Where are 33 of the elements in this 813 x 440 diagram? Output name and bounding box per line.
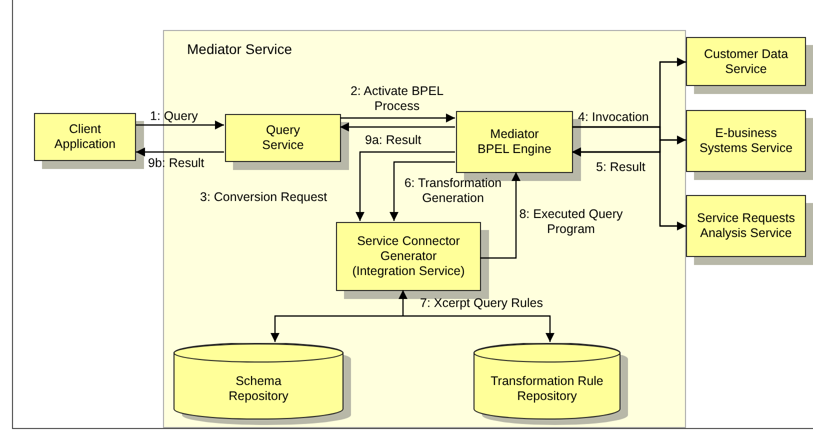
node-label: Query Service bbox=[261, 123, 305, 153]
edge-label: 6: Transformation Generation bbox=[403, 176, 503, 206]
edge-label: 2: Activate BPEL Process bbox=[349, 84, 445, 114]
service-boundary-panel bbox=[163, 30, 686, 428]
edge-label: 7: Xcerpt Query Rules bbox=[420, 296, 543, 311]
edge-label: 9a: Result bbox=[365, 133, 422, 148]
node-label: Client Application bbox=[53, 122, 117, 152]
arrow bbox=[356, 151, 455, 221]
arrow bbox=[136, 120, 224, 130]
arrow bbox=[572, 126, 686, 230]
edge-label: 5: Result bbox=[596, 160, 646, 175]
edge-label: 1: Query bbox=[150, 109, 198, 124]
arrow bbox=[340, 114, 455, 122]
arrow bbox=[390, 161, 455, 221]
node-label: Transformation Rule Repository bbox=[490, 374, 604, 404]
arrow bbox=[270, 315, 403, 342]
arrow bbox=[398, 290, 408, 316]
edge-label: 4: Invocation bbox=[578, 110, 649, 125]
arrow bbox=[340, 122, 455, 132]
arrow bbox=[403, 315, 554, 342]
node-label: Service Requests Analysis Service bbox=[696, 211, 796, 241]
node-label: E-business Systems Service bbox=[698, 126, 794, 156]
edge-label: 9b: Result bbox=[148, 156, 204, 171]
arrow bbox=[480, 172, 520, 259]
node-label: Mediator BPEL Engine bbox=[476, 127, 552, 157]
node-label: Service Connector Generator (Integration Service) bbox=[351, 234, 466, 279]
edge-label: 3: Conversion Request bbox=[200, 190, 328, 205]
panel-title: Mediator Service bbox=[187, 41, 292, 58]
node-label: Schema Repository bbox=[228, 374, 290, 404]
arrow bbox=[572, 148, 686, 227]
node-label: Customer Data Service bbox=[702, 46, 790, 76]
edge-label: 8: Executed Query Program bbox=[518, 207, 624, 237]
arrow bbox=[136, 148, 224, 156]
